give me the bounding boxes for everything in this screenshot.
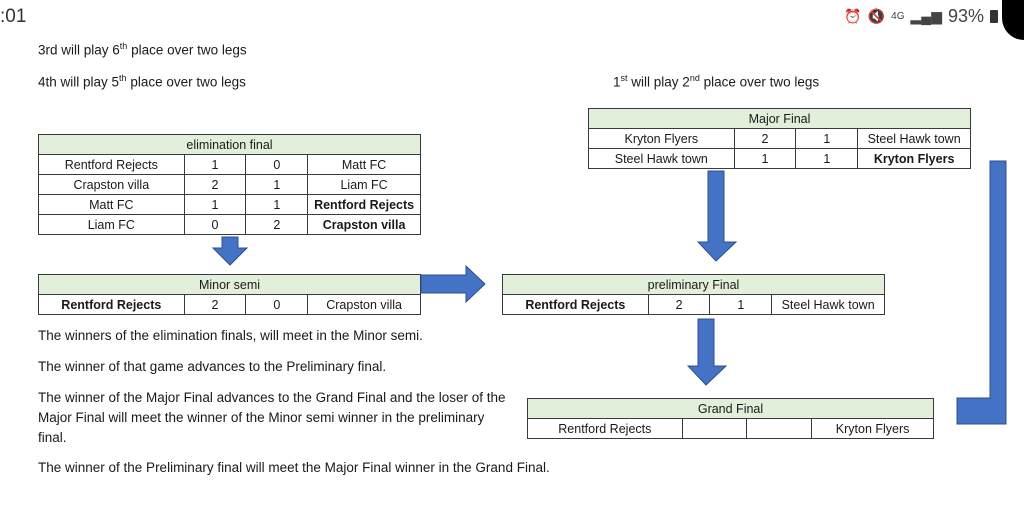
home-team: Matt FC bbox=[38, 194, 185, 215]
away-team: Liam FC bbox=[307, 174, 421, 195]
4g-icon: 4G bbox=[891, 11, 905, 22]
battery-level: 93% bbox=[947, 6, 984, 26]
note-1st-2nd: 1st will play 2nd place over two legs bbox=[613, 73, 819, 90]
away-score: 1 bbox=[709, 294, 773, 315]
paragraph-major-final: The winner of the Major Final advances t… bbox=[38, 390, 506, 445]
away-team: Steel Hawk town bbox=[771, 294, 885, 315]
table-title: Minor semi bbox=[38, 274, 421, 295]
alarm-icon: ⏰ bbox=[844, 8, 862, 24]
paragraph-preliminary: The winner of that game advances to the … bbox=[38, 359, 387, 374]
home-team: Kryton Flyers bbox=[588, 128, 735, 149]
note-sup: nd bbox=[689, 73, 700, 83]
bracket-connector-arrow bbox=[956, 160, 1007, 425]
away-score: 0 bbox=[245, 154, 309, 175]
note-sup: th bbox=[119, 41, 128, 51]
note-sup: th bbox=[119, 73, 127, 83]
away-score: 1 bbox=[245, 194, 309, 215]
note-text: 4th will play 5 bbox=[38, 74, 120, 90]
note-3rd-6th: 3rd will play 6th place over two legs bbox=[38, 41, 247, 58]
arrow-down-to-minor-semi bbox=[212, 236, 248, 266]
screen-corner bbox=[1002, 0, 1024, 40]
home-score: 0 bbox=[183, 214, 247, 235]
away-score: 1 bbox=[245, 174, 309, 195]
home-team: Rentford Rejects bbox=[38, 154, 185, 175]
mute-icon: 🔇 bbox=[867, 8, 886, 24]
home-score: 2 bbox=[183, 174, 247, 195]
note-text: place over two legs bbox=[126, 74, 246, 90]
status-time: :01 bbox=[0, 6, 27, 27]
note-text: place over two legs bbox=[127, 42, 247, 58]
away-score: 1 bbox=[795, 128, 859, 149]
away-score bbox=[746, 418, 813, 439]
arrow-right-to-preliminary bbox=[420, 265, 486, 303]
away-score: 1 bbox=[795, 148, 859, 169]
away-score: 2 bbox=[245, 214, 309, 235]
home-score: 1 bbox=[183, 194, 247, 215]
table-title: Grand Final bbox=[527, 398, 934, 419]
arrow-down-to-preliminary bbox=[697, 170, 737, 262]
match-row: Rentford Rejects Kryton Flyers bbox=[527, 418, 934, 439]
away-team: Steel Hawk town bbox=[857, 128, 971, 149]
home-score: 2 bbox=[183, 294, 247, 315]
note-sup: st bbox=[620, 73, 628, 83]
home-team: Rentford Rejects bbox=[527, 418, 683, 439]
away-team: Rentford Rejects bbox=[307, 194, 421, 215]
home-team: Liam FC bbox=[38, 214, 185, 235]
note-text: place over two legs bbox=[699, 74, 820, 90]
home-team: Rentford Rejects bbox=[38, 294, 185, 315]
away-team: Crapston villa bbox=[307, 294, 421, 315]
paragraph-minor-semi: The winners of the elimination finals, w… bbox=[38, 328, 423, 343]
paragraph-grand-final: The winner of the Preliminary final will… bbox=[38, 460, 550, 475]
away-team: Kryton Flyers bbox=[857, 148, 971, 169]
home-team: Crapston villa bbox=[38, 174, 185, 195]
signal-icon: ▂▄▆ bbox=[910, 8, 942, 24]
away-team: Matt FC bbox=[307, 154, 421, 175]
table-title: Major Final bbox=[588, 108, 971, 129]
away-score: 0 bbox=[245, 294, 309, 315]
battery-icon bbox=[990, 10, 998, 23]
arrow-down-to-grand-final bbox=[687, 318, 727, 386]
table-title: elimination final bbox=[38, 134, 421, 155]
note-text: will play 2 bbox=[627, 74, 690, 90]
home-score bbox=[681, 418, 748, 439]
note-text: 1 bbox=[613, 74, 621, 90]
status-icons: ⏰ 🔇 4G ▂▄▆ 93% bbox=[844, 6, 998, 27]
away-team: Kryton Flyers bbox=[811, 418, 934, 439]
note-4th-5th: 4th will play 5th place over two legs bbox=[38, 73, 246, 90]
table-title: preliminary Final bbox=[502, 274, 885, 295]
home-team: Steel Hawk town bbox=[588, 148, 735, 169]
home-score: 2 bbox=[733, 128, 797, 149]
note-text: 3rd will play 6 bbox=[38, 42, 120, 58]
home-score: 1 bbox=[733, 148, 797, 169]
home-team: Rentford Rejects bbox=[502, 294, 649, 315]
away-team: Crapston villa bbox=[307, 214, 421, 235]
home-score: 2 bbox=[647, 294, 711, 315]
home-score: 1 bbox=[183, 154, 247, 175]
